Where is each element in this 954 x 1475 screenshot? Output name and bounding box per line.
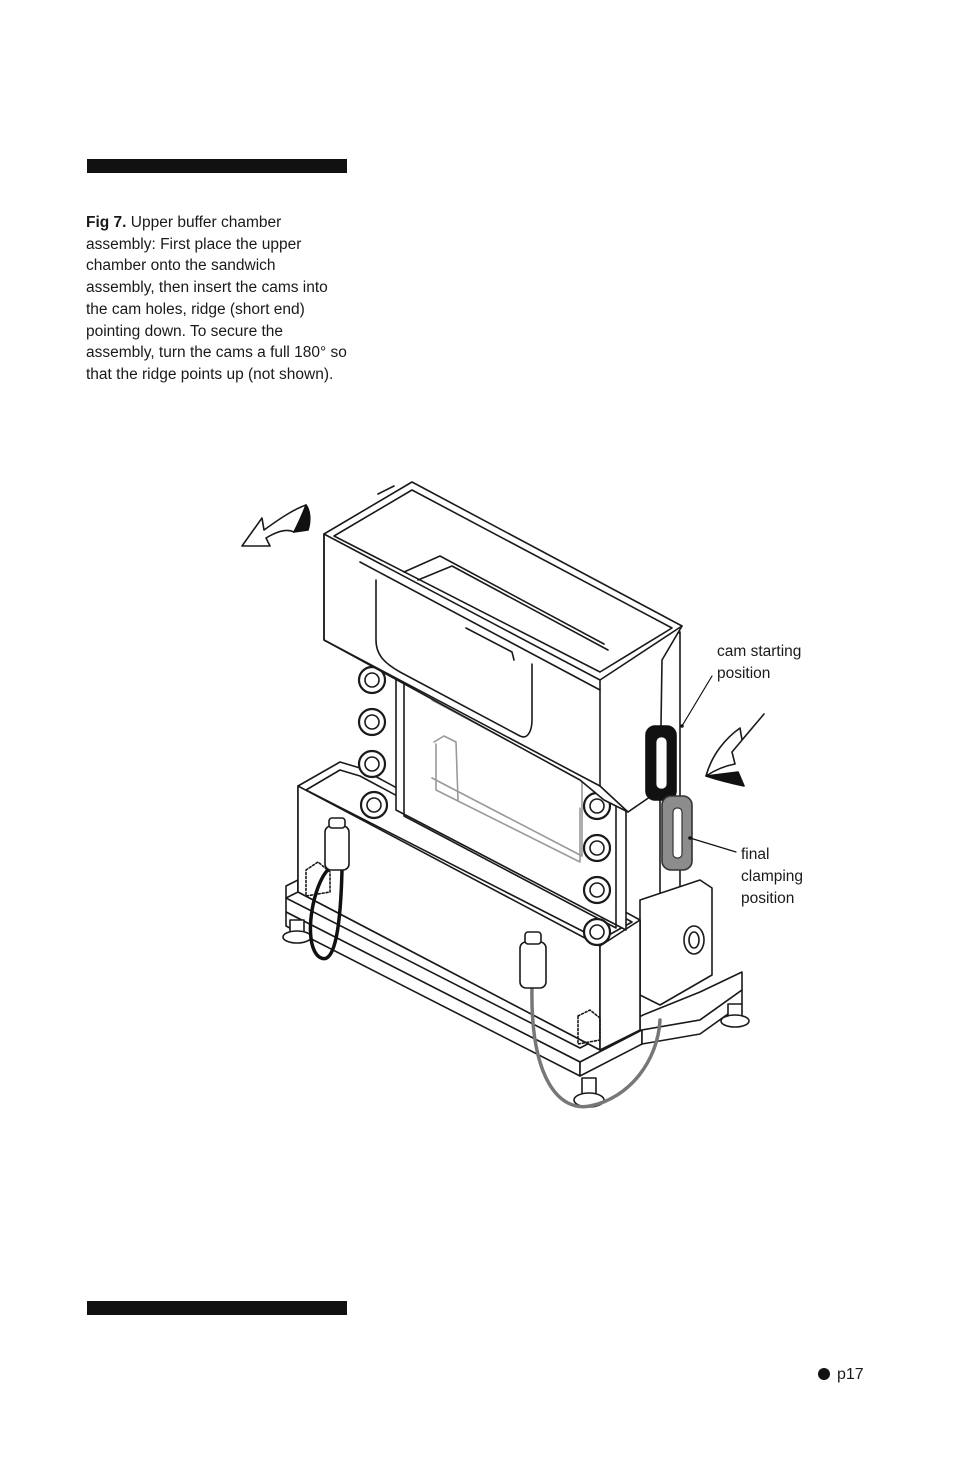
section-rule-bottom xyxy=(87,1301,347,1315)
callout-final-clamping-position: final clamping position xyxy=(741,844,831,910)
callout-final-line3: position xyxy=(741,890,795,907)
bullet-dot-icon xyxy=(818,1368,830,1380)
gel-sandwich xyxy=(395,669,627,931)
levelling-foot-right xyxy=(720,1003,750,1028)
leader-line-final xyxy=(689,837,737,853)
callout-final-line2: clamping xyxy=(741,868,804,885)
leader-line-start xyxy=(681,675,713,727)
levelling-foot-left xyxy=(282,919,312,944)
callout-cam-starting-position: cam starting position xyxy=(717,641,827,685)
callout-final-line1: final xyxy=(741,846,770,863)
upper-buffer-chamber xyxy=(323,481,683,813)
figure-caption-text: Upper buffer chamber assembly: First pla… xyxy=(86,214,347,383)
page-number-text: p17 xyxy=(837,1366,864,1383)
figure-label: Fig 7. xyxy=(86,214,127,231)
electrode-connector-left xyxy=(308,817,350,961)
clamp-knob-column-right xyxy=(582,791,612,947)
clamp-knob-column-left xyxy=(357,665,389,820)
figure-caption: Fig 7. Upper buffer chamber assembly: Fi… xyxy=(86,212,348,386)
rotate-right-arrow-icon xyxy=(705,713,765,787)
section-rule-top xyxy=(87,159,347,173)
cam-final-position xyxy=(661,795,693,871)
page-number: p17 xyxy=(818,1366,864,1384)
electrode-connector-front xyxy=(519,931,662,1109)
callout-start-line2: position xyxy=(717,665,771,682)
rotate-left-arrow-icon xyxy=(241,504,311,547)
callout-start-line1: cam starting xyxy=(717,643,802,660)
cam-starting-position xyxy=(645,725,677,801)
